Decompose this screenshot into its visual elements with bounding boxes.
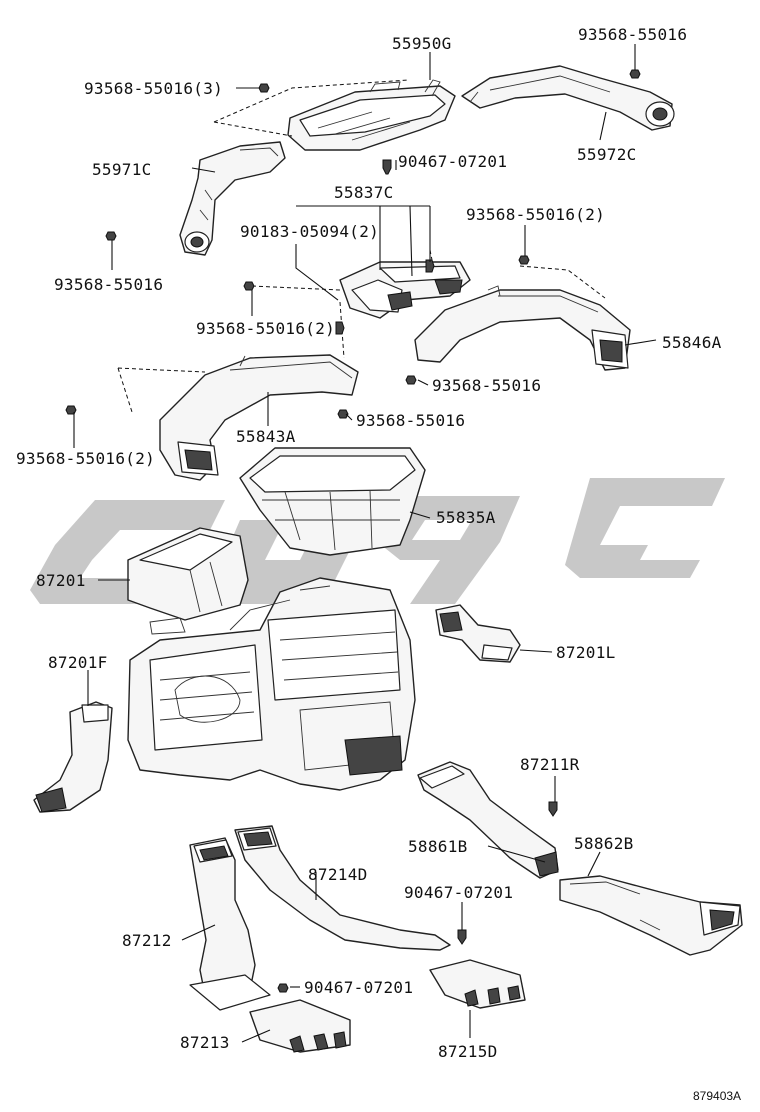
label-93568-55016-2-left: 93568-55016(2) (16, 449, 155, 468)
label-93568-55016-2-right: 93568-55016(2) (466, 205, 605, 224)
screw-icon (258, 83, 270, 93)
label-93568-55016-3: 93568-55016(3) (84, 79, 223, 98)
diagram-reference-code: 879403A (693, 1089, 741, 1103)
label-87201F: 87201F (48, 653, 108, 672)
label-58861B: 58861B (408, 837, 468, 856)
duct-87201L (435, 604, 521, 663)
screw-icon (105, 231, 117, 241)
label-87213: 87213 (180, 1033, 230, 1052)
screw-icon (337, 409, 349, 419)
clip-icon (335, 321, 345, 335)
label-93568-55016-top-right: 93568-55016 (578, 25, 687, 44)
label-55846A: 55846A (662, 333, 722, 352)
screw-icon (518, 255, 530, 265)
label-55835A: 55835A (436, 508, 496, 527)
duct-55972C (461, 65, 675, 131)
vent-87213 (249, 999, 351, 1053)
duct-87212 (189, 837, 271, 1011)
label-58862B: 58862B (574, 834, 634, 853)
screw-icon (457, 929, 467, 945)
screw-icon (243, 281, 255, 291)
clip-icon (382, 159, 392, 175)
label-87212: 87212 (122, 931, 172, 950)
label-93568-55016-mid-b: 93568-55016 (356, 411, 465, 430)
label-55843A: 55843A (236, 427, 296, 446)
label-87215D: 87215D (438, 1042, 498, 1061)
duct-87214D (234, 825, 451, 951)
label-87214D: 87214D (308, 865, 368, 884)
label-90467-07201-bottom: 90467-07201 (304, 978, 413, 997)
label-55950G: 55950G (392, 34, 452, 53)
duct-58862B (559, 875, 743, 956)
duct-55950G (287, 79, 456, 151)
label-55972C: 55972C (577, 145, 637, 164)
label-90467-07201-top: 90467-07201 (398, 152, 507, 171)
label-55971C: 55971C (92, 160, 152, 179)
label-87201L: 87201L (556, 643, 616, 662)
label-55837C: 55837C (334, 183, 394, 202)
label-90183-05094-2: 90183-05094(2) (240, 222, 379, 241)
screw-icon (277, 983, 289, 993)
label-90467-07201-mid: 90467-07201 (404, 883, 513, 902)
duct-55846A (414, 285, 631, 371)
label-87211R: 87211R (520, 755, 580, 774)
label-93568-55016-2-mid: 93568-55016(2) (196, 319, 335, 338)
filter-case-55835A (239, 447, 426, 556)
leader-lines (73, 44, 657, 1043)
screw-icon (405, 375, 417, 385)
duct-55843A (159, 354, 359, 481)
screw-icon (629, 69, 641, 79)
hvac-unit (127, 577, 416, 791)
case-87201 (127, 527, 249, 635)
label-93568-55016-left: 93568-55016 (54, 275, 163, 294)
duct-87201F (33, 701, 113, 813)
clip-icon (425, 259, 435, 273)
screw-icon (548, 801, 558, 817)
duct-58861B (417, 761, 559, 879)
label-93568-55016-mid-a: 93568-55016 (432, 376, 541, 395)
vent-87215D (429, 959, 526, 1009)
callout-labels: 55950G 93568-55016 93568-55016(3) 55972C… (16, 25, 741, 1103)
label-87201: 87201 (36, 571, 86, 590)
